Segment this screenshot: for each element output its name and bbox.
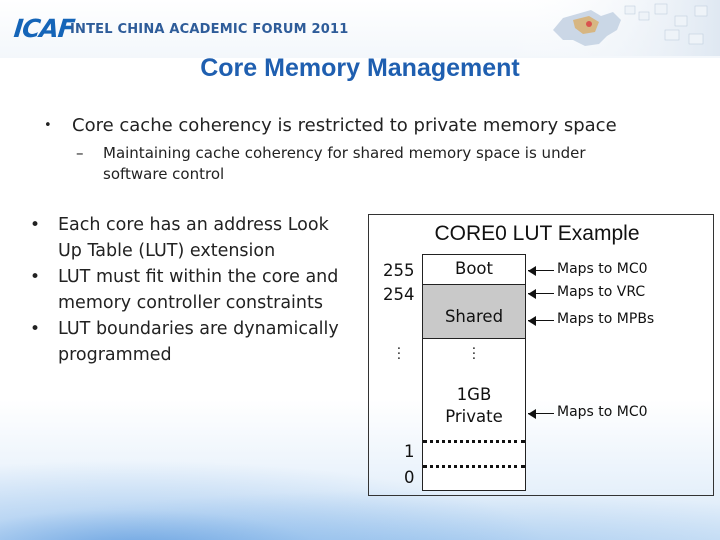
shared-divider (423, 338, 525, 339)
mapping-label: Maps to MC0 (557, 404, 648, 420)
sub-bullet: – Maintaining cache coherency for shared… (76, 143, 636, 185)
sub-bullet-text: Maintaining cache coherency for shared m… (103, 144, 586, 183)
mapping-label: Maps to VRC (557, 284, 646, 300)
address-255: 255 (383, 261, 415, 280)
lut-diagram-frame (368, 214, 714, 496)
bullet-dot: • (30, 319, 41, 339)
private-label: Private (445, 407, 503, 426)
forum-title: INTEL CHINA ACADEMIC FORUM 2011 (70, 22, 349, 37)
arrow-left-icon (528, 320, 554, 321)
arrowhead-icon (528, 266, 536, 276)
arrowhead-icon (528, 289, 536, 299)
entry-1-divider (423, 440, 525, 443)
bullet-dot: • (30, 215, 41, 235)
address-0: 0 (404, 468, 415, 487)
arrow-left-icon (528, 413, 554, 414)
lut-points-list: • Each core has an address Look Up Table… (24, 212, 354, 368)
boot-divider (423, 284, 525, 285)
boot-label: Boot (455, 259, 493, 278)
slide-title: Core Memory Management (200, 54, 520, 82)
icaf-logo: ICAF (12, 14, 76, 43)
arrow-left-icon (528, 270, 554, 271)
china-map-decoration-icon (505, 0, 720, 56)
sub-bullet-dash: – (76, 144, 84, 162)
arrow-left-icon (528, 293, 554, 294)
arrowhead-icon (528, 409, 536, 419)
list-item: • Each core has an address Look Up Table… (24, 212, 354, 264)
bullet-1-text: Core cache coherency is restricted to pr… (72, 115, 617, 136)
bullet-dot: • (44, 118, 52, 133)
bullet-dot: • (30, 267, 41, 287)
bullet-1: • Core cache coherency is restricted to p… (44, 115, 617, 136)
list-item-text: Each core has an address Look Up Table (… (58, 215, 329, 261)
list-item-text: LUT must fit within the core and memory … (58, 267, 339, 313)
address-ellipsis-icon: ··· (396, 342, 402, 367)
mapping-label: Maps to MC0 (557, 261, 648, 277)
arrowhead-icon (528, 316, 536, 326)
list-item: • LUT must fit within the core and memor… (24, 264, 354, 316)
address-1: 1 (404, 442, 415, 461)
bottom-glow-decoration (0, 400, 720, 540)
address-254: 254 (383, 285, 415, 304)
shared-label: Shared (444, 307, 504, 326)
private-size-label: 1GB (456, 385, 492, 404)
list-item: • LUT boundaries are dynamically program… (24, 316, 354, 368)
shared-region (423, 284, 525, 338)
entry-0-divider (423, 465, 525, 468)
block-ellipsis-icon: ··· (471, 342, 477, 367)
mapping-label: Maps to MPBs (557, 311, 655, 327)
lut-title: CORE0 LUT Example (434, 222, 640, 245)
list-item-text: LUT boundaries are dynamically programme… (58, 319, 339, 365)
